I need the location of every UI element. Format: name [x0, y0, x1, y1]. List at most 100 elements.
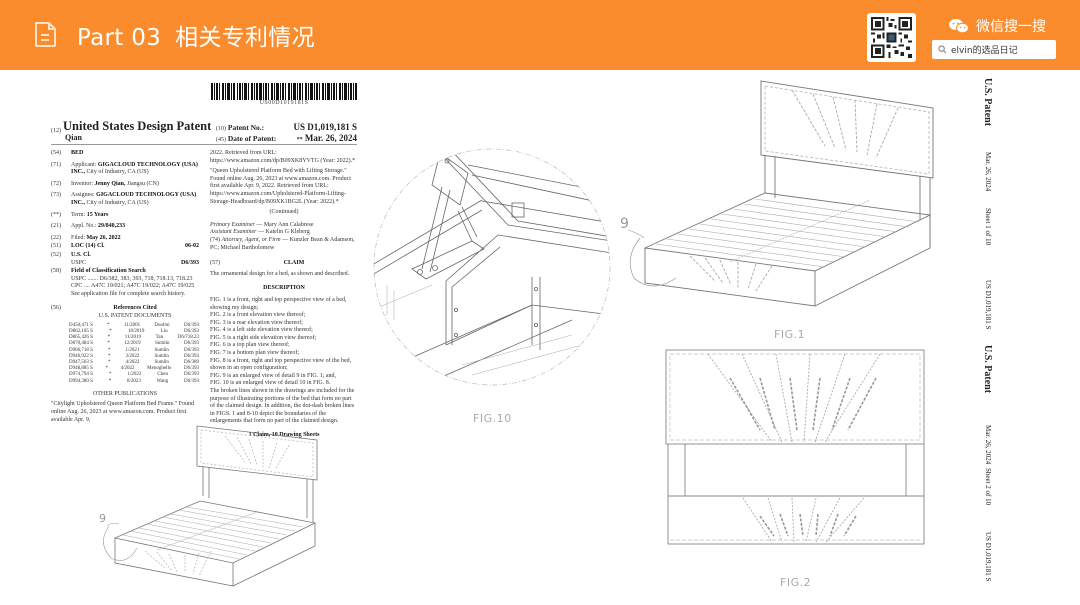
ref-no: D946,922 S — [69, 353, 93, 359]
description-line: FIG. 3 is a rear elevation view thereof; — [210, 319, 303, 326]
ref-cls: D6/393 — [183, 366, 199, 372]
field-code: (21) — [51, 223, 61, 230]
ref-star: * — [109, 328, 112, 334]
fig2-drawing — [665, 349, 925, 545]
claim-heading: (57)CLAIM — [210, 260, 358, 268]
field-code: (**) — [51, 211, 61, 218]
ref-no: D906,718 S — [69, 347, 93, 353]
ref-name: Sumlin — [154, 359, 169, 365]
field-appl-no: (21)Appl. No.: 29/840,233 — [51, 223, 199, 231]
patent-date: Mar. 26, 2024 — [304, 133, 357, 143]
references-subtitle: U.S. PATENT DOCUMENTS — [98, 313, 172, 320]
ref-star: * — [108, 378, 112, 384]
section-title: 相关专利情况 — [175, 25, 315, 51]
description-line: FIG. 6 is a top plan view thereof; — [210, 342, 290, 349]
field-label: Field of Classification Search — [71, 268, 146, 275]
field-applicant: (71)Applicant: GIGACLOUD TECHNOLOGY (USA… — [51, 162, 199, 177]
sheet2-date: Mar. 26, 2024 — [984, 425, 992, 465]
attorney: — Kunzler Bean & Adamson, PC; Michael Ba… — [210, 236, 355, 251]
field-sub: USPC — [71, 259, 87, 266]
field-code: (56) — [51, 304, 61, 311]
qr-code-icon[interactable] — [867, 13, 916, 62]
field-extra: City of Industry, CA (US) — [86, 199, 149, 206]
barcode-number: US00D1019181S — [259, 100, 309, 106]
ref-cls: D6/389 — [184, 359, 199, 365]
patent-number-block: (10) Patent No.: US D1,019,181 S (45) Da… — [216, 122, 357, 144]
description-body: FIG. 1 is a front, right and top perspec… — [210, 297, 358, 426]
field-code: (58) — [51, 268, 61, 275]
ref-cls: D6/393 — [183, 322, 199, 328]
sheet2-number: US D1,019,181 S — [984, 532, 992, 582]
sheet1-sheet: Sheet 1 of 10 — [984, 208, 992, 246]
references-title: References Cited — [113, 304, 157, 311]
description-line: The broken lines shown in the drawings a… — [210, 388, 355, 425]
document-icon — [35, 22, 56, 47]
field-extra: Jiangsu (CN) — [127, 180, 159, 187]
ref-no: D947,563 S — [69, 359, 93, 365]
other-publications-title: OTHER PUBLICATIONS — [92, 390, 158, 397]
field-code: (51) — [51, 243, 61, 250]
ref-date: 1/2023 — [127, 372, 142, 378]
date-mark: ** — [296, 137, 303, 143]
field-note: See application file for complete search… — [71, 290, 186, 297]
patent-title-block: (12) United States Design Patent Qian (1… — [51, 119, 357, 143]
field-code: (54) — [51, 150, 61, 156]
sheet1-date: Mar. 26, 2024 — [984, 152, 992, 192]
fig2-label: FIG.2 — [780, 576, 812, 589]
description-line: FIG. 8 is a front, right and top perspec… — [210, 357, 352, 372]
ref-cls: D6/393 — [183, 372, 199, 378]
ref-date: 10/2019 — [128, 328, 145, 334]
description-line: FIG. 10 is an enlarged view of detail 10… — [210, 380, 331, 387]
ref-date: 8/2023 — [126, 378, 141, 384]
date-label: Date of Patent: — [227, 134, 277, 143]
field-value: GIGACLOUD TECHNOLOGY (USA) INC., — [71, 192, 197, 206]
ref-date: 4/2022 — [120, 366, 135, 372]
ref-star: * — [107, 353, 111, 359]
ref-star: * — [107, 347, 111, 353]
primary-examiner-label: Primary Examiner — [210, 221, 255, 228]
ref-cls: D6/393 — [183, 378, 199, 384]
field-label: Assignee: — [71, 192, 95, 199]
sheet2-sheet: Sheet 2 of 10 — [984, 468, 992, 506]
examiners: Primary Examiner — Mary Ann Calabrese As… — [210, 222, 358, 252]
field-value: May 26, 2022 — [86, 234, 121, 241]
wechat-search-label: 微信搜一搜 — [948, 16, 1046, 36]
ref-star: * — [107, 322, 110, 328]
ref-no: D450,471 S — [69, 322, 93, 328]
ref-cls: D6/393 — [184, 353, 199, 359]
fig1-label: FIG.1 — [774, 328, 806, 341]
field-term: (**)Term: 15 Years — [51, 212, 199, 220]
fig1-drawing: 9 — [620, 80, 934, 307]
field-uspc: USPC ....... D6/382, 383, 393, 718, 718.… — [71, 275, 193, 282]
search-input[interactable]: elvin的选品日记 — [932, 40, 1056, 59]
field-title: (54)BED — [51, 150, 199, 158]
ref-no: D870,484 S — [69, 341, 93, 347]
publication-text: "Queen Upholstered Platform Bed with Lif… — [210, 168, 351, 205]
ref-no: D948,885 S — [69, 366, 93, 372]
field-label: Applicant: — [71, 161, 97, 168]
ref-name: Tan — [155, 335, 164, 341]
ref-name: Sumlin — [154, 353, 169, 359]
bed-perspective-small: 9 — [99, 425, 318, 587]
patent-no-code: (10) — [216, 126, 226, 132]
ref-star: * — [107, 335, 111, 341]
field-label: U.S. Cl. — [71, 251, 91, 258]
ref-name: Doolmi — [154, 322, 170, 328]
patent-no-label: Patent No.: — [227, 123, 265, 132]
claims-sheets: 1 Claim, 10 Drawing Sheets — [248, 432, 320, 438]
field-value: Jenny Qian, — [94, 180, 126, 187]
field-extra: City of Industry, CA (US) — [86, 169, 149, 176]
ref-star: * — [108, 372, 112, 378]
ref-star: * — [107, 359, 111, 365]
detail-label: 9 — [99, 512, 106, 525]
assistant-examiner-label: Assistant Examiner — [210, 229, 257, 236]
